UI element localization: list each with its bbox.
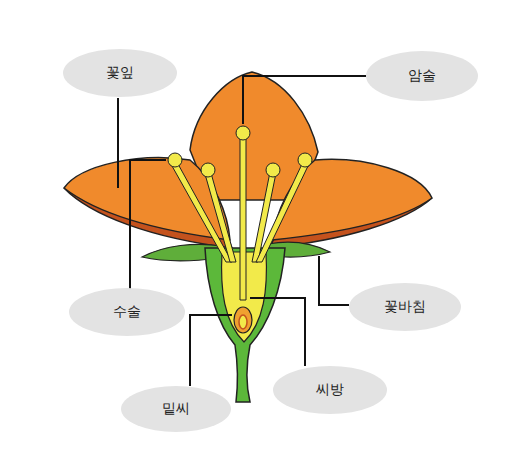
part-name: 암술 xyxy=(408,67,436,85)
leader-line xyxy=(190,315,232,386)
ellipse-fill xyxy=(349,283,461,331)
ellipse-fill xyxy=(63,49,177,97)
anther xyxy=(266,163,280,177)
leader-line xyxy=(117,98,119,188)
stigma xyxy=(236,126,250,140)
leader-line xyxy=(250,298,305,366)
leader-line xyxy=(130,160,166,290)
filament xyxy=(205,173,236,262)
ovule xyxy=(234,307,252,333)
label-ellipse: 씨방 xyxy=(272,365,388,415)
ellipse-fill xyxy=(69,288,185,336)
leader-line xyxy=(319,256,349,305)
part-name: 수술 xyxy=(113,303,141,321)
anther xyxy=(201,163,215,177)
part-name: 밑씨 xyxy=(162,400,190,418)
filament xyxy=(256,164,308,262)
style xyxy=(240,138,246,300)
ellipse-fill xyxy=(366,51,478,101)
ellipse-fill xyxy=(121,386,231,432)
anther xyxy=(168,153,182,167)
label-ellipse: 꽃잎 xyxy=(62,48,178,98)
leader-line xyxy=(243,76,366,124)
right-petal xyxy=(272,159,432,240)
leader-lines xyxy=(118,76,366,386)
part-name: 씨방 xyxy=(316,381,344,399)
label-ellipse: 밑씨 xyxy=(120,385,232,433)
part-name: 꽃잎 xyxy=(106,64,134,82)
left-petal xyxy=(64,158,230,240)
ellipse-fill xyxy=(273,366,387,414)
label-ellipse: 꽃바침 xyxy=(348,282,462,332)
anther xyxy=(298,153,312,167)
label-ellipse: 수술 xyxy=(68,287,186,337)
ovule-core xyxy=(239,315,247,329)
part-name: 꽃바침 xyxy=(384,298,426,316)
filament xyxy=(172,164,232,262)
label-ellipse: 암술 xyxy=(365,50,479,102)
